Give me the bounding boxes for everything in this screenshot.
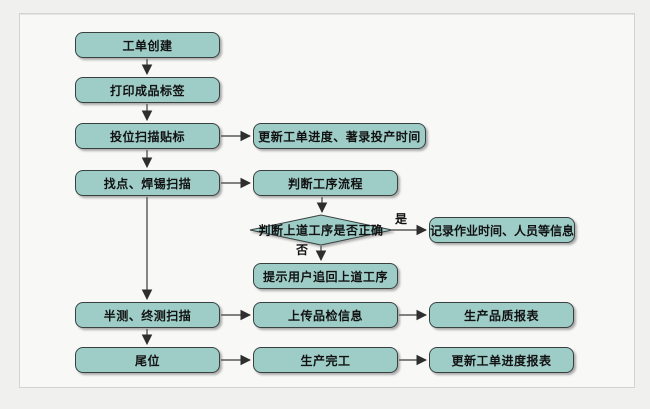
branch-label-yes: 是 bbox=[395, 212, 408, 226]
node-production-complete: 生产完工 bbox=[253, 347, 398, 373]
node-record-time-personnel: 记录作业时间、人员等信息 bbox=[429, 217, 575, 243]
node-half-final-test-scan: 半测、终测扫描 bbox=[75, 302, 220, 328]
decision-label: 判断上道工序是否正确 bbox=[258, 223, 384, 238]
diamond-shape bbox=[249, 214, 393, 246]
node-update-progress-report: 更新工单进度报表 bbox=[429, 347, 574, 373]
decision-previous-step-correct: 判断上道工序是否正确 bbox=[249, 214, 393, 246]
node-solder-scan: 找点、焊锡扫描 bbox=[75, 170, 220, 196]
diagram-page bbox=[19, 13, 635, 388]
node-work-order-create: 工单创建 bbox=[75, 32, 220, 58]
node-update-progress-record-time: 更新工单进度、著录投产时间 bbox=[253, 123, 426, 149]
branch-label-no: 否 bbox=[296, 243, 309, 257]
node-upload-qc-info: 上传品检信息 bbox=[253, 302, 398, 328]
node-judge-process-flow: 判断工序流程 bbox=[253, 170, 398, 196]
node-tail-position: 尾位 bbox=[75, 347, 220, 373]
node-print-product-label: 打印成品标签 bbox=[75, 77, 220, 103]
node-prompt-recall-previous-step: 提示用户追回上道工序 bbox=[253, 263, 398, 289]
node-quality-report: 生产品质报表 bbox=[429, 302, 574, 328]
node-slot-scan-labeling: 投位扫描贴标 bbox=[75, 123, 220, 149]
